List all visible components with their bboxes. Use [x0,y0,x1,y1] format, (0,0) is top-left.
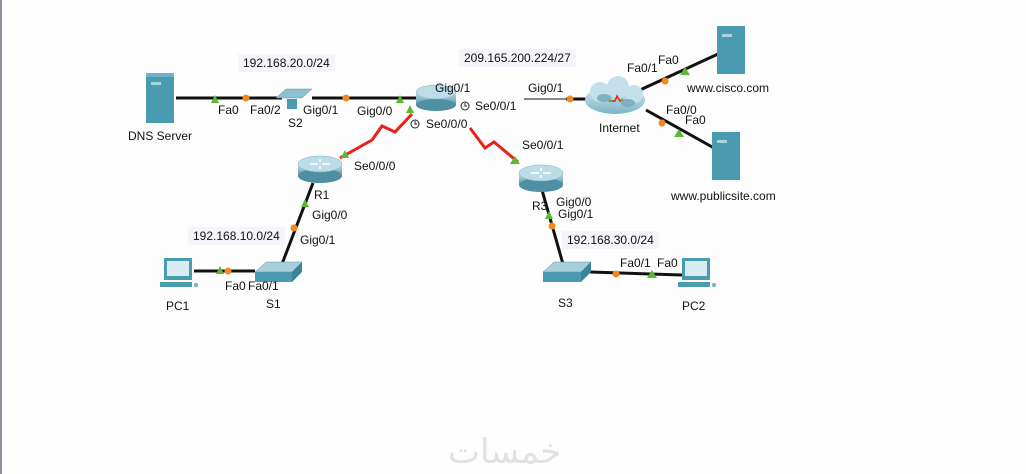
subnet-label-lan20: 192.168.20.0/24 [238,54,335,72]
port-up-indicator [211,95,219,103]
device-label-r3: R3 [532,199,548,213]
device-label-internet: Internet [599,121,640,135]
router-r3-icon[interactable] [518,164,564,192]
port-label: Fa0 [657,256,678,270]
port-orange-indicator [224,267,232,275]
port-label: Fa0/1 [248,279,279,293]
device-label-s3: S3 [558,296,573,310]
port-label: Fa0/1 [627,61,658,75]
port-orange-indicator [661,77,669,85]
switch-s1-icon[interactable] [254,261,303,282]
port-label: Gig0/1 [528,81,564,95]
watermark-logo: خمسات [448,432,562,472]
link-r2-r1-serial[interactable] [339,112,414,160]
publicsite-server-icon[interactable] [712,132,740,180]
port-indicators [211,67,690,278]
port-up-indicator [674,129,684,137]
port-label: Fa0 [225,279,246,293]
device-label-s2: S2 [288,116,303,130]
internet-cloud-icon[interactable] [585,76,645,114]
clock-icon [460,101,470,111]
device-label-pc1: PC1 [166,299,190,313]
port-up-indicator [341,150,349,158]
port-label: Gig0/1 [300,233,336,247]
port-orange-indicator [342,94,350,102]
port-label: Se0/0/0 [354,159,396,173]
port-label: Se0/0/1 [522,138,564,152]
port-orange-indicator [290,224,298,232]
device-label-dns-server: DNS Server [128,129,193,143]
port-label: Fa0/2 [250,103,281,117]
switch-s3-icon[interactable] [542,261,592,282]
port-label: Gig0/1 [435,81,471,95]
port-label: Gig0/0 [357,104,393,118]
device-label-publicsite: www.publicsite.com [671,189,776,203]
port-orange-indicator [612,270,620,278]
cisco-server-icon[interactable] [717,26,745,74]
port-up-indicator [545,211,553,219]
port-label: Fa0 [658,53,679,67]
port-up-indicator [216,266,224,274]
port-label: Se0/0/1 [475,99,517,113]
port-label: Fa0/0 [666,103,697,117]
router-r1-icon[interactable] [297,155,343,183]
subnet-label-wan: 209.165.200.224/27 [459,49,576,67]
port-up-indicator [647,270,657,278]
link-s3-pc2[interactable] [589,270,683,277]
port-orange-indicator [658,119,666,127]
link-cloud-publicsite[interactable] [645,108,715,150]
port-label: Fa0 [218,103,239,117]
pc1-icon[interactable] [160,258,198,287]
port-label: Gig0/1 [303,103,339,117]
port-up-indicator [510,156,520,164]
port-label: Gig0/0 [556,195,592,209]
subnet-label-lan30: 192.168.30.0/24 [562,231,659,249]
port-label: Gig0/1 [558,207,594,221]
link-r1-s1[interactable] [280,182,315,265]
subnet-label-lan10: 192.168.10.0/24 [188,227,285,245]
window-left-border [0,0,2,474]
dns-server-icon[interactable] [146,73,174,123]
device-label-s1: S1 [266,297,281,311]
router-r2-icon[interactable] [415,84,457,111]
port-orange-indicator [548,222,556,230]
port-label: Fa0 [685,113,706,127]
port-up-indicator [396,95,404,103]
port-up-indicator [680,67,690,75]
port-label: Fa0/1 [620,256,651,270]
port-label: Gig0/0 [312,208,348,222]
port-up-indicator [406,105,414,113]
port-label: Se0/0/0 [426,117,468,131]
device-label-r1: R1 [314,188,330,202]
link-cloud-cisco[interactable] [639,52,719,92]
device-label-cisco: www.cisco.com [687,81,770,95]
switch-s2-icon[interactable] [275,88,313,109]
port-orange-indicator [566,95,574,103]
link-r2-r3-serial[interactable] [468,127,519,164]
port-up-indicator [301,199,309,207]
device-label-pc2: PC2 [682,299,706,313]
port-orange-indicator [242,94,250,102]
pc2-icon[interactable] [678,258,716,287]
clock-icon [410,119,420,129]
